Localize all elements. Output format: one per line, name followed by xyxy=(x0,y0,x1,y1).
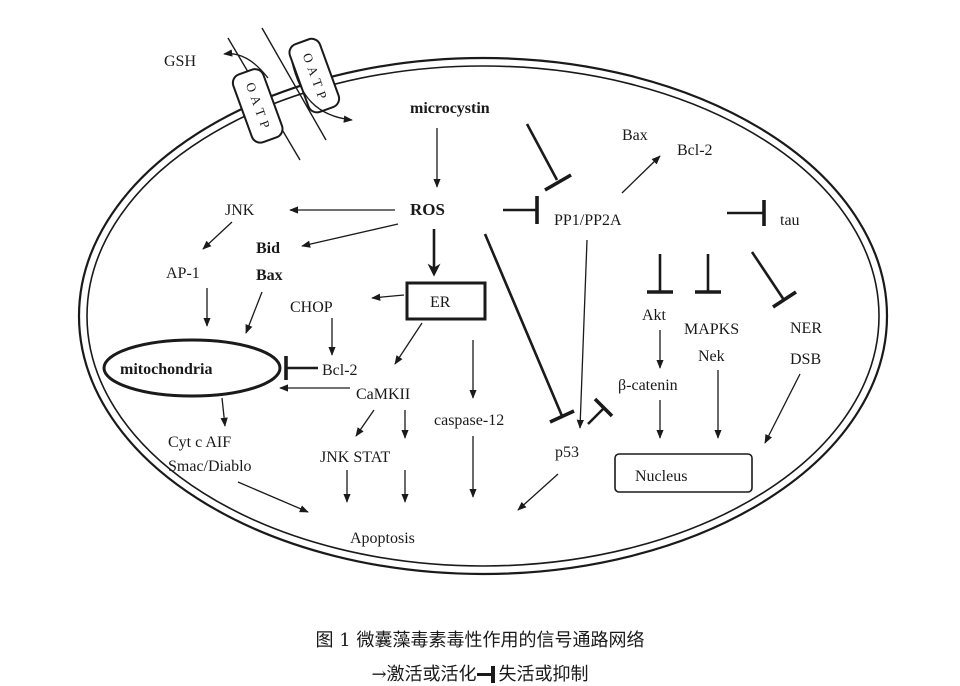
arrow-jnk-ap1 xyxy=(202,221,233,250)
er-box xyxy=(405,281,487,321)
microcystin-influx-arrow xyxy=(291,61,353,123)
inhibit-p53-catenin xyxy=(587,407,605,425)
node-ros: ROS xyxy=(410,200,445,219)
node-jnk-stat: JNK STAT xyxy=(320,449,391,466)
node-chop: CHOP xyxy=(290,299,333,316)
node-jnk: JNK xyxy=(225,202,255,219)
inhibit-pp2a-ner xyxy=(750,251,786,301)
node-cytc-aif: Cyt c AIF xyxy=(168,434,231,451)
node-mapks: MAPKS xyxy=(684,321,739,338)
node-bcl2-mito: Bcl-2 xyxy=(322,362,358,379)
node-nucleus: Nucleus xyxy=(635,468,687,485)
node-bax-left: Bax xyxy=(256,267,283,284)
node-beta-catenin: β-catenin xyxy=(618,377,678,394)
node-bcl2-top: Bcl-2 xyxy=(677,142,713,159)
node-dsb: DSB xyxy=(790,351,821,368)
cell-membrane-inner xyxy=(86,65,880,567)
inhibit-microcystin-pp2a xyxy=(525,123,559,181)
signaling-network-diagram: O A T P O A T P GSH microcystin ROS JNK … xyxy=(77,27,889,576)
cell-membrane-outer xyxy=(77,56,889,576)
inhibit-pp2a-ner-bar xyxy=(772,290,797,309)
gsh-efflux-arrow xyxy=(223,49,269,79)
figure-legend: →激活或活化失活或抑制 xyxy=(0,660,960,686)
arrow-pp2a-p53 xyxy=(576,239,588,429)
inhibit-ros-p53 xyxy=(483,233,564,417)
node-p53: p53 xyxy=(555,444,579,461)
arrow-er-chop xyxy=(371,293,405,301)
node-bax-top: Bax xyxy=(622,127,648,144)
node-tau: tau xyxy=(780,212,800,229)
arrow-smac-apoptosis xyxy=(237,481,309,513)
node-ner: NER xyxy=(790,320,822,337)
arrow-er-camkii xyxy=(394,322,423,365)
channel-line-right xyxy=(261,27,327,141)
node-gsh: GSH xyxy=(164,53,196,70)
node-bid: Bid xyxy=(256,240,280,257)
node-er: ER xyxy=(430,294,451,311)
node-pp1-pp2a: PP1/PP2A xyxy=(554,212,622,229)
mitochondria-shape xyxy=(102,338,282,398)
node-ap1: AP-1 xyxy=(166,265,200,282)
arrow-camkii-jnk xyxy=(355,409,375,437)
arrow-bax-mito xyxy=(245,291,263,334)
arrow-dsb-nucleus xyxy=(764,373,801,444)
node-camkii: CaMKII xyxy=(356,386,410,403)
node-mitochondria: mitochondria xyxy=(120,361,212,378)
node-akt: Akt xyxy=(642,307,667,324)
inhibit-microcystin-pp2a-bar xyxy=(544,173,572,192)
legend-activate: →激活或活化 xyxy=(371,664,477,685)
nucleus-box xyxy=(614,453,753,493)
node-smac-diablo: Smac/Diablo xyxy=(168,458,252,475)
oatp-transporter-left: O A T P xyxy=(231,68,284,144)
inhibit-p53-catenin-bar xyxy=(593,397,614,418)
figure-caption: 图 1 微囊藻毒素毒性作用的信号通路网络 xyxy=(315,630,645,651)
arrow-p53-apoptosis xyxy=(517,473,559,511)
node-nek: Nek xyxy=(698,348,725,365)
inhibit-ros-p53-bar xyxy=(549,409,575,424)
node-apoptosis: Apoptosis xyxy=(350,530,415,547)
legend-inhibit: 失活或抑制 xyxy=(498,664,589,685)
arrow-pp2a-bcl2 xyxy=(621,155,661,194)
node-caspase12: caspase-12 xyxy=(434,412,504,429)
legend-inhibit-icon xyxy=(476,666,499,683)
arrow-ros-bid xyxy=(301,223,399,248)
arrow-mito-cytc xyxy=(220,397,228,427)
node-microcystin: microcystin xyxy=(410,100,490,117)
